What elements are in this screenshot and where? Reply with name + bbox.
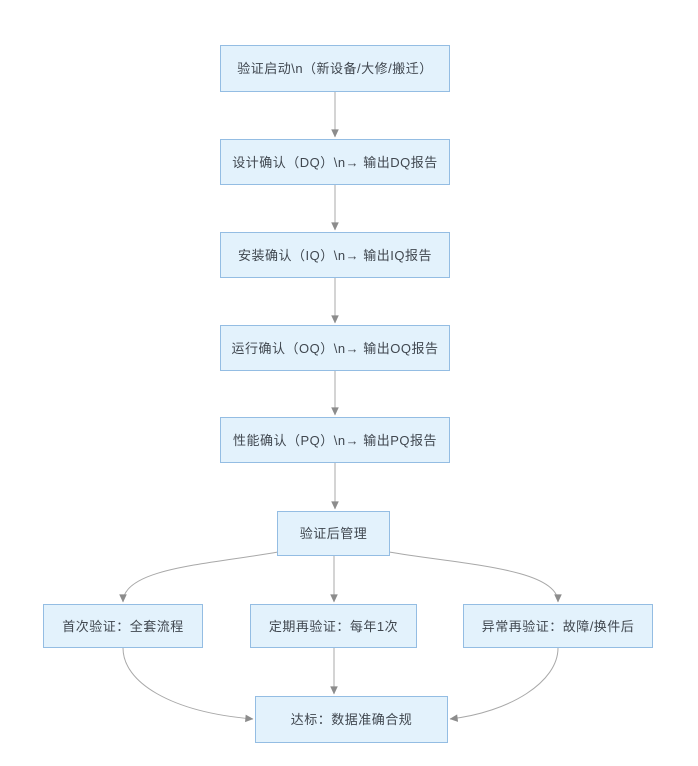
- connector-abnormal-goal: [449, 647, 559, 722]
- connector-first-goal: [122, 647, 254, 723]
- node-start: 验证启动\n（新设备/大修/搬迁）: [220, 45, 450, 92]
- node-goal: 达标：数据准确合规: [255, 696, 448, 743]
- connector-post-abnormal: [388, 551, 562, 603]
- node-abnormal-revalidation: 异常再验证：故障/换件后: [463, 604, 653, 648]
- node-performance-qualification: 性能确认（PQ）\n→ 输出PQ报告: [220, 417, 450, 463]
- node-post-validation-management: 验证后管理: [277, 511, 390, 556]
- node-installation-qualification: 安装确认（IQ）\n→ 输出IQ报告: [220, 232, 450, 278]
- node-periodic-revalidation: 定期再验证：每年1次: [250, 604, 417, 648]
- node-first-validation: 首次验证：全套流程: [43, 604, 203, 648]
- node-operational-qualification: 运行确认（OQ）\n→ 输出OQ报告: [220, 325, 450, 371]
- node-design-qualification: 设计确认（DQ）\n→ 输出DQ报告: [220, 139, 450, 185]
- connector-post-first: [119, 551, 279, 603]
